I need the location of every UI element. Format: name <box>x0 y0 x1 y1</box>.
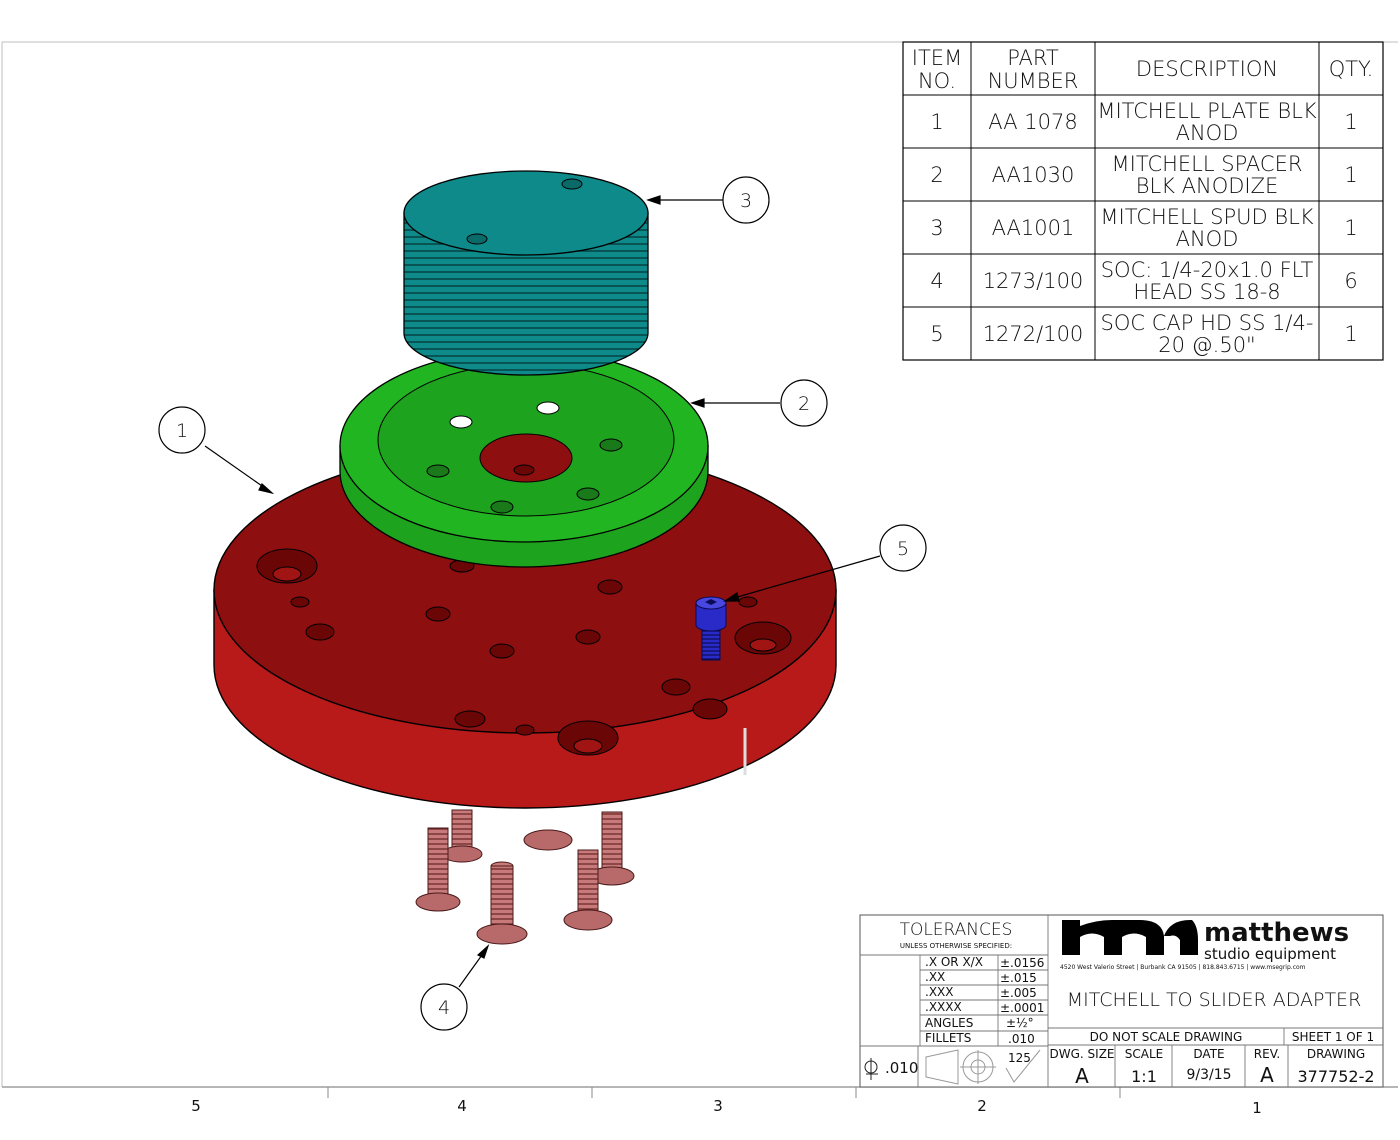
bom-header-description: DESCRIPTION <box>1136 57 1278 81</box>
bom-header-item: NO. <box>918 69 956 93</box>
tolerance-value: ±.015 <box>1000 971 1037 985</box>
company-subtitle: studio equipment <box>1204 945 1336 963</box>
tolerance-label: .XXX <box>925 985 953 999</box>
bom-desc: ANOD <box>1176 121 1239 145</box>
drawing-title: MITCHELL TO SLIDER ADAPTER <box>1067 989 1362 1011</box>
tolerance-label: .X OR X/X <box>925 955 983 969</box>
bom-desc: MITCHELL SPACER <box>1112 152 1303 176</box>
tolerance-value: ±.0156 <box>1000 956 1044 970</box>
surface-finish-value: 125 <box>1008 1051 1031 1065</box>
bom-desc: MITCHELL PLATE BLK <box>1097 99 1317 123</box>
tolerance-label: .XX <box>925 970 945 984</box>
centerline-icon <box>864 1058 878 1080</box>
bolt <box>523 829 573 851</box>
balloon-callouts: 1 2 3 4 5 <box>158 176 927 1031</box>
company-logo: matthews studio equipment 4520 West Vale… <box>1060 918 1349 971</box>
bom-header-qty: QTY. <box>1329 57 1374 81</box>
bolt <box>415 827 461 912</box>
bom-desc: HEAD SS 18-8 <box>1133 280 1280 304</box>
bom-desc: SOC: 1/4-20x1.0 FLT <box>1101 258 1314 282</box>
flat-head-bolts <box>415 809 635 945</box>
bom-qty: 1 <box>1344 322 1357 346</box>
bolt <box>476 861 528 945</box>
tolerance-value: .010 <box>1008 1032 1035 1046</box>
rev-label: REV. <box>1254 1047 1280 1061</box>
tolerance-label: .XXXX <box>925 1000 962 1014</box>
balloon-2: 2 <box>690 379 828 427</box>
centerline-value: .010 <box>885 1059 918 1077</box>
bom-desc: BLK ANODIZE <box>1136 174 1279 198</box>
bom-item: 5 <box>930 322 943 346</box>
company-address: 4520 West Valerio Street | Burbank CA 91… <box>1060 964 1306 971</box>
date-value: 9/3/15 <box>1186 1067 1231 1083</box>
balloon-number: 1 <box>176 420 188 442</box>
tolerance-value: ±½° <box>1006 1016 1034 1030</box>
zone-label: 2 <box>977 1097 987 1115</box>
dwg-size-label: DWG. SIZE <box>1050 1047 1115 1061</box>
balloon-3: 3 <box>646 176 770 224</box>
projection-symbol-icon <box>925 1049 996 1085</box>
drawing-label: DRAWING <box>1307 1047 1365 1061</box>
drawing-value: 377752-2 <box>1297 1067 1374 1086</box>
bom-qty: 1 <box>1344 110 1357 134</box>
tolerance-label: FILLETS <box>925 1031 971 1045</box>
bom-part: AA 1078 <box>988 110 1077 134</box>
balloon-number: 4 <box>438 997 450 1019</box>
bom-item: 2 <box>930 163 943 187</box>
date-label: DATE <box>1193 1047 1224 1061</box>
zone-label: 5 <box>191 1097 201 1115</box>
tolerances-subtitle: UNLESS OTHERWISE SPECIFIED: <box>900 942 1012 950</box>
surface-finish-icon <box>1005 1049 1041 1083</box>
plate-counterbore <box>734 621 792 655</box>
balloon-1: 1 <box>158 406 275 495</box>
scale-value: 1:1 <box>1131 1067 1157 1086</box>
bom-part: AA1030 <box>992 163 1075 187</box>
bom-item: 3 <box>930 216 943 240</box>
do-not-scale-note: DO NOT SCALE DRAWING <box>1090 1030 1243 1044</box>
scale-label: SCALE <box>1125 1047 1163 1061</box>
tolerance-value: ±.0001 <box>1000 1001 1044 1015</box>
tolerance-label: ANGLES <box>925 1016 973 1030</box>
zone-label: 4 <box>457 1097 467 1115</box>
tolerances-title: TOLERANCES <box>900 920 1013 940</box>
sheet-number: SHEET 1 OF 1 <box>1292 1030 1374 1044</box>
balloon-number: 3 <box>740 190 752 212</box>
socket-cap-screw <box>695 596 727 661</box>
company-name: matthews <box>1204 918 1349 948</box>
bom-header-item: ITEM <box>912 46 962 70</box>
mitchell-spud <box>403 170 649 376</box>
bom-item: 1 <box>930 110 943 134</box>
bill-of-materials: ITEM NO. PART NUMBER DESCRIPTION QTY. 1 … <box>902 41 1384 361</box>
plate-counterbore <box>557 720 619 756</box>
zone-label: 3 <box>713 1097 723 1115</box>
balloon-number: 5 <box>897 538 909 560</box>
bolt <box>589 811 635 886</box>
bom-desc: SOC CAP HD SS 1/4- <box>1101 311 1314 335</box>
bom-qty: 1 <box>1344 216 1357 240</box>
bom-part: 1272/100 <box>983 322 1084 346</box>
zone-label: 1 <box>1252 1099 1262 1117</box>
dwg-size-value: A <box>1075 1064 1089 1088</box>
plate-counterbore <box>256 548 318 584</box>
bom-desc: ANOD <box>1176 227 1239 251</box>
bom-header-part: NUMBER <box>988 69 1079 93</box>
bom-qty: 1 <box>1344 163 1357 187</box>
bom-desc: 20 @.50" <box>1158 333 1255 357</box>
rev-value: A <box>1260 1063 1274 1087</box>
bom-part: 1273/100 <box>983 269 1084 293</box>
title-block: TOLERANCES UNLESS OTHERWISE SPECIFIED: .… <box>859 914 1384 1088</box>
balloon-5: 5 <box>723 524 927 602</box>
bolt <box>563 849 613 931</box>
bom-item: 4 <box>930 269 943 293</box>
balloon-4: 4 <box>420 944 490 1031</box>
bom-qty: 6 <box>1344 269 1357 293</box>
bom-desc: MITCHELL SPUD BLK <box>1100 205 1313 229</box>
spacer-holes <box>426 401 623 514</box>
bom-header-part: PART <box>1007 46 1059 70</box>
balloon-number: 2 <box>798 393 810 415</box>
mitchell-spacer <box>339 349 709 568</box>
tolerance-value: ±.005 <box>1000 986 1037 1000</box>
bom-part: AA1001 <box>992 216 1075 240</box>
